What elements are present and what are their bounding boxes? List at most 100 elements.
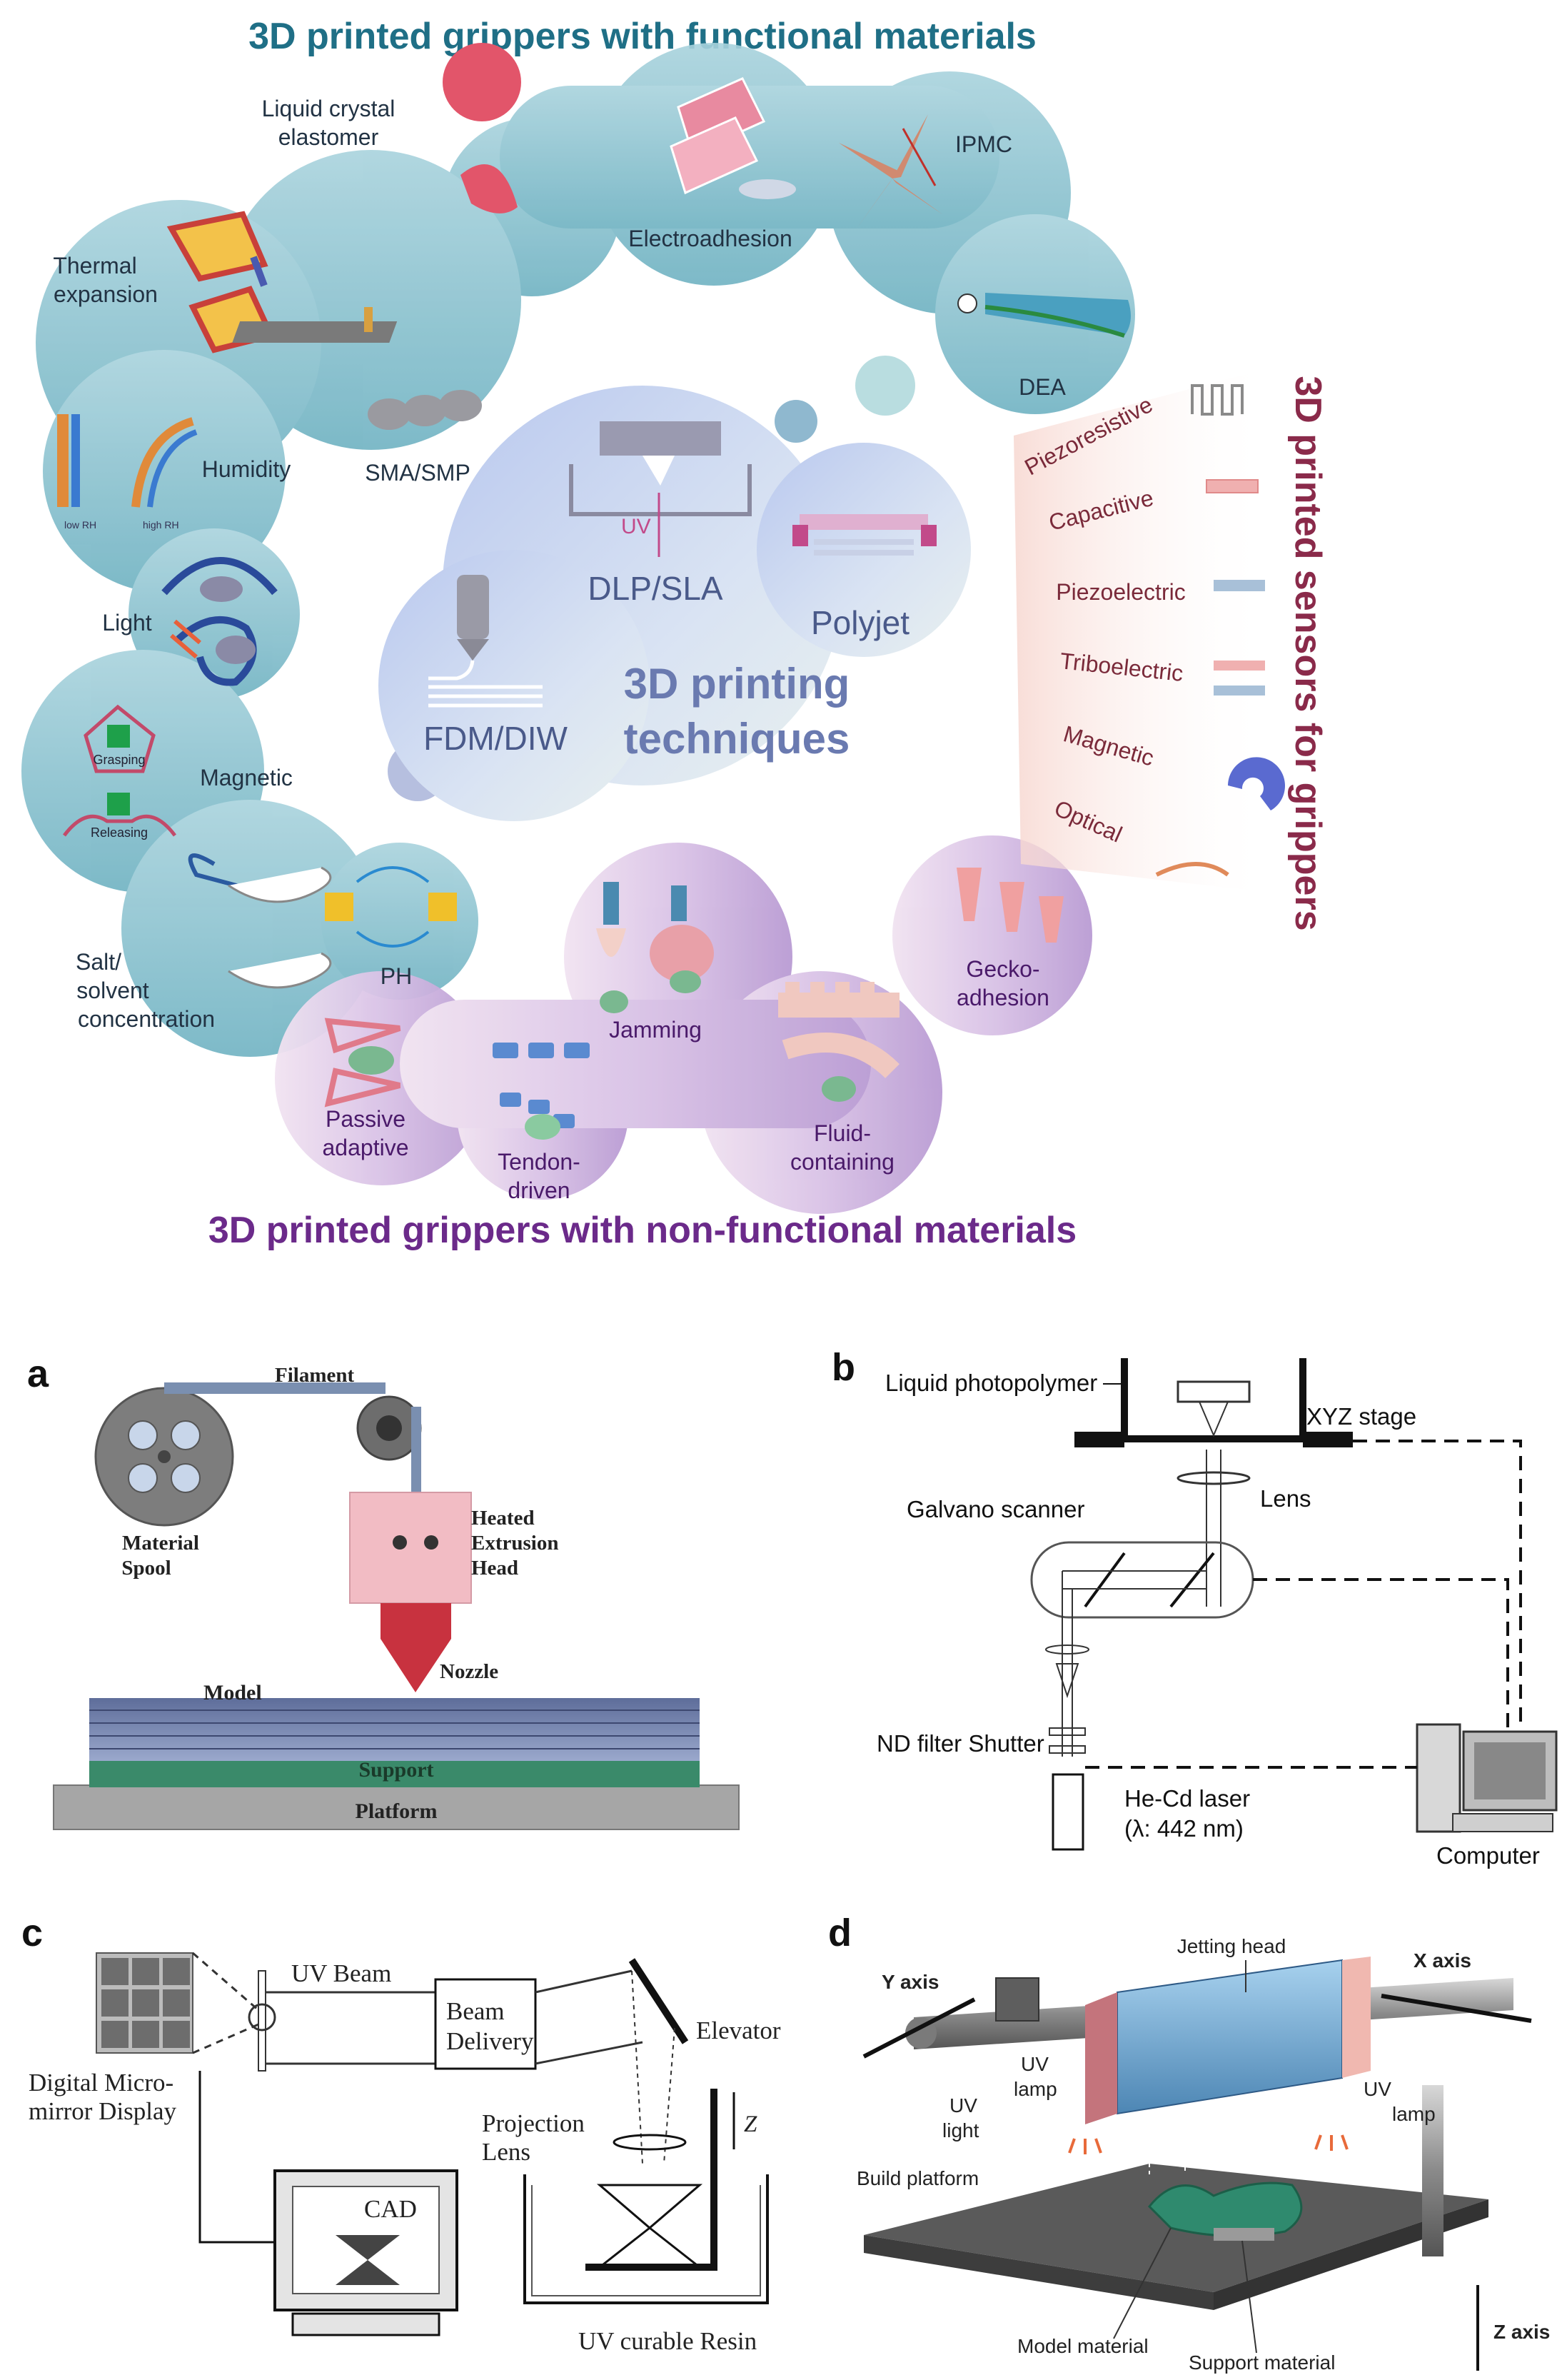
elevator-label: Elevator: [696, 2017, 781, 2044]
magnet-icon: [1228, 757, 1285, 810]
dmd-cable: [198, 2071, 275, 2244]
galvano-label: Galvano scanner: [907, 1496, 1084, 1522]
label-humidity: Humidity: [202, 456, 291, 482]
laser-label-2: (λ: 442 nm): [1124, 1815, 1244, 1842]
label-passive-2: adaptive: [323, 1135, 409, 1160]
z-rod: [1422, 2085, 1443, 2256]
mirror-pivot: [248, 2003, 276, 2032]
uv-beam-label: UV Beam: [291, 1959, 391, 1987]
label-grasping: Grasping: [93, 753, 145, 767]
photopolymer-label: Liquid photopolymer: [885, 1370, 1097, 1396]
roller-1: [393, 1535, 407, 1550]
filament-label: Filament: [275, 1364, 354, 1387]
uv-light-1: UV: [949, 2094, 977, 2117]
center-title-line1: 3D printing: [624, 660, 850, 708]
model-material-label: Model material: [1017, 2335, 1149, 2357]
label-high-rh: high RH: [143, 519, 179, 531]
label-light: Light: [102, 610, 152, 636]
tendon-illustration: [493, 1043, 590, 1140]
panel-b-letter: b: [832, 1346, 855, 1389]
beam-label-1: Beam: [446, 1997, 505, 2025]
z-label: Z: [744, 2112, 757, 2137]
capacitive-icon: [1206, 479, 1259, 493]
label-tendon-1: Tendon-: [498, 1149, 580, 1175]
support-layer: [89, 1760, 700, 1787]
spool-label-1: Material: [122, 1532, 199, 1555]
piezoelectric-icon: [1214, 580, 1265, 591]
panel-d-polyjet: d Jetting head Y axis X axis UV lamp UV …: [828, 1912, 1550, 2374]
thermal-illustration: [166, 211, 276, 353]
label-dea: DEA: [1019, 374, 1066, 400]
panel-c-dlp: c Digital Micro- mirror Display UV Beam …: [21, 1912, 781, 2355]
polyjet-illustration: [792, 514, 937, 556]
uv-light-2: light: [942, 2119, 979, 2142]
computer: [1416, 1723, 1558, 1833]
head-label-1: Heated: [471, 1507, 535, 1530]
sensors-band: [1014, 371, 1271, 893]
support-material-label: Support material: [1189, 2351, 1335, 2374]
label-gecko-2: adhesion: [957, 985, 1049, 1010]
x-axis-arrow: [1381, 1994, 1532, 2023]
proj-label-2: Lens: [482, 2138, 530, 2166]
nd-filter-label: ND filter Shutter: [877, 1730, 1044, 1757]
build-plate: [1176, 1380, 1251, 1403]
he-cd-laser: [1052, 1773, 1084, 1851]
technique-dlp-sla: DLP/SLA: [588, 570, 723, 607]
model-layers: [89, 1698, 700, 1761]
uv-lamp-left: [1085, 1992, 1117, 2124]
sensor-piezoelectric: Piezoelectric: [1056, 579, 1185, 605]
label-gecko-1: Gecko-: [966, 956, 1039, 982]
material-spool: [94, 1387, 234, 1527]
label-releasing: Releasing: [91, 825, 148, 840]
title-sensors: 3D printed sensors for grippers: [1287, 376, 1329, 930]
label-thermal-2: expansion: [54, 281, 158, 307]
x-axis-label: X axis: [1414, 1949, 1471, 1972]
panel-b-sla: b Liquid photopolymer XYZ stage Lens Gal…: [832, 1346, 1558, 1869]
nozzle: [381, 1603, 451, 1692]
decor-bubble: [775, 400, 817, 443]
decor-bubble: [855, 356, 915, 416]
feed-roller-hub: [376, 1415, 402, 1441]
y-carriage: [995, 1977, 1039, 2022]
label-magnetic: Magnetic: [200, 765, 293, 790]
label-jamming: Jamming: [609, 1017, 702, 1043]
head-label-3: Head: [471, 1557, 518, 1580]
cad-monitor: [273, 2169, 458, 2336]
label-low-rh: low RH: [64, 519, 96, 531]
uv-lamp-left-2: lamp: [1014, 2078, 1057, 2100]
uv-light-rays: [1068, 2134, 1349, 2154]
projection-mirror: [628, 1958, 689, 2044]
optical-icon: [1155, 862, 1229, 877]
galvano-scanner: [1030, 1541, 1254, 1619]
proj-label-1: Projection: [482, 2109, 585, 2137]
jetting-label: Jetting head: [1177, 1935, 1286, 1957]
head-label-2: Extrusion: [471, 1532, 558, 1555]
gecko-illustration: [957, 868, 1064, 943]
nozzle-label: Nozzle: [440, 1660, 498, 1683]
lce-illustration: [443, 43, 521, 214]
ph-illustration: [325, 866, 457, 948]
salt-illustration: [188, 853, 332, 989]
label-lce-2: elastomer: [278, 124, 379, 150]
magnetic-illustration: Grasping Releasing: [63, 704, 176, 840]
overview-diagram: 3D printed grippers with functional mate…: [21, 16, 1329, 1251]
ipmc-illustration: [839, 114, 942, 229]
panel-a-fdm: a Support Platform Model Material Spool …: [27, 1352, 740, 1830]
resin-vat: [523, 2174, 769, 2304]
computer-label: Computer: [1436, 1842, 1540, 1869]
jetting-head: [1117, 1959, 1343, 2115]
resin-vat: [1121, 1358, 1306, 1442]
control-lines: [1085, 1440, 1522, 1769]
label-salt-3: concentration: [78, 1006, 215, 1032]
build-platform-edge: [864, 2235, 1214, 2310]
technique-fdm-diw: FDM/DIW: [423, 720, 568, 757]
laser-beam-top: [1198, 1401, 1229, 1437]
dea-illustration: [957, 293, 1131, 338]
dmd-label-1: Digital Micro-: [29, 2069, 173, 2097]
jamming-illustration: [596, 882, 714, 1013]
dmd-grid: [96, 1952, 193, 2054]
laser-label-1: He-Cd laser: [1124, 1785, 1250, 1812]
support-label: Support: [358, 1758, 433, 1782]
printed-part: [596, 2184, 703, 2269]
